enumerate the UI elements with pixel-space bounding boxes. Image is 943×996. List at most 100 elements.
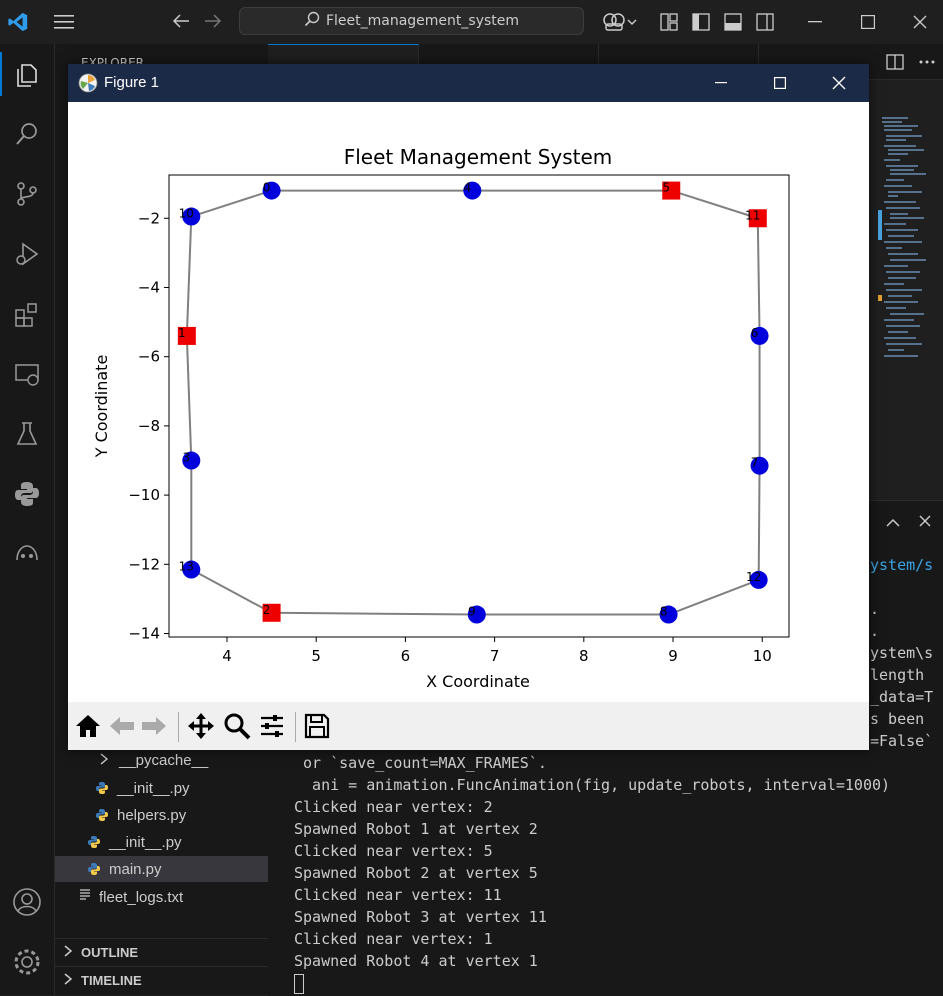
y-tick-label: −10 [128, 486, 160, 504]
timeline-label: TIMELINE [81, 972, 142, 988]
menu-icon[interactable] [52, 10, 76, 34]
more-actions-icon[interactable] [918, 53, 938, 71]
home-icon[interactable] [72, 710, 104, 742]
terminal-line-fragment: _data=T [870, 688, 934, 706]
tree-item-label: __init__.py [117, 779, 190, 797]
toggle-panel-icon[interactable] [722, 11, 744, 33]
figure-maximize-icon[interactable] [751, 64, 809, 102]
timeline-section[interactable]: TIMELINE [55, 966, 268, 993]
terminal-line: Clicked near vertex: 1 [294, 930, 493, 948]
python-icon[interactable] [9, 476, 45, 512]
tree-item-label: helpers.py [117, 806, 187, 824]
text-file-icon [79, 888, 91, 906]
close-icon[interactable] [908, 11, 932, 33]
x-tick-label: 10 [753, 647, 772, 665]
fleet-chart[interactable]: Fleet Management System X Coordinate Y C… [68, 102, 869, 702]
terminal-line: Clicked near vertex: 11 [294, 886, 502, 904]
x-tick-label: 9 [668, 647, 678, 665]
split-editor-icon[interactable] [886, 53, 906, 71]
vscode-logo-icon [6, 10, 30, 34]
command-center-search[interactable]: Fleet_management_system [239, 7, 584, 35]
pan-icon[interactable] [185, 710, 217, 742]
python-file-icon [95, 808, 109, 822]
figure-window: Figure 1 Fleet Management System X Coord… [68, 64, 869, 750]
python-file-icon [95, 781, 109, 795]
chevron-right-icon [63, 944, 73, 960]
chevron-right-icon [99, 752, 109, 769]
toggle-secondary-sidebar-icon[interactable] [754, 11, 776, 33]
source-control-icon[interactable] [9, 176, 45, 212]
tree-file-fleet-logs[interactable]: fleet_logs.txt [55, 884, 268, 910]
figure-toolbar [68, 702, 869, 750]
figure-title-bar[interactable]: Figure 1 [68, 64, 869, 102]
extensions-icon[interactable] [9, 296, 45, 332]
testing-icon[interactable] [9, 416, 45, 452]
search-icon[interactable] [9, 116, 45, 152]
terminal-line: Spawned Robot 3 at vertex 11 [294, 908, 547, 926]
figure-window-title: Figure 1 [104, 74, 160, 91]
figure-minimize-icon[interactable] [692, 64, 750, 102]
y-tick-label: −6 [138, 348, 160, 366]
editor-tab[interactable] [598, 44, 759, 79]
vertex-label: 9 [468, 605, 476, 619]
python-file-icon [87, 862, 101, 876]
figure-close-icon[interactable] [810, 64, 868, 102]
tree-folder-pycache[interactable]: __pycache__ [55, 747, 268, 773]
minimap[interactable] [878, 110, 930, 370]
vertex-marker [750, 456, 769, 475]
back-arrow-icon[interactable] [170, 10, 192, 32]
graph-edge [757, 465, 761, 580]
remote-explorer-icon[interactable] [9, 356, 45, 392]
y-axis-label: Y Coordinate [92, 355, 111, 459]
terminal-line: Spawned Robot 2 at vertex 5 [294, 864, 538, 882]
editor-tab[interactable] [418, 44, 599, 79]
layout-icon[interactable] [658, 11, 680, 33]
forward-arrow-icon[interactable] [202, 10, 224, 32]
forward-icon[interactable] [138, 710, 170, 742]
robot-marker [748, 209, 767, 228]
matplotlib-logo-icon [78, 73, 98, 93]
vertex-label: 2 [263, 603, 271, 617]
outline-section[interactable]: OUTLINE [55, 938, 268, 965]
y-tick-label: −14 [128, 625, 160, 643]
tree-item-label: __pycache__ [119, 751, 209, 769]
maximize-icon[interactable] [856, 11, 880, 33]
graph-edge [670, 189, 759, 220]
tree-file-init[interactable]: __init__.py [55, 829, 268, 855]
terminal-line-fragment: s been [870, 710, 925, 728]
vertex-marker [262, 181, 281, 200]
explorer-icon[interactable] [9, 56, 45, 92]
save-figure-icon[interactable] [301, 710, 333, 742]
y-tick-label: −4 [138, 278, 160, 296]
tree-file-init-nested[interactable]: __init__.py [55, 775, 268, 801]
terminal-line-fragment: . [870, 622, 880, 640]
x-tick-label: 8 [579, 647, 589, 665]
panel-maximize-chevron-icon[interactable] [886, 513, 904, 529]
tree-file-main[interactable]: main.py [55, 856, 268, 882]
toggle-primary-sidebar-icon[interactable] [690, 11, 712, 33]
x-tick-label: 4 [222, 647, 232, 665]
y-tick-label: −8 [138, 417, 160, 435]
back-icon[interactable] [106, 710, 138, 742]
run-debug-icon[interactable] [9, 236, 45, 272]
copilot-icon[interactable] [600, 10, 640, 34]
vertex-marker [182, 560, 201, 579]
agent-icon[interactable] [9, 536, 45, 572]
vertex-label: 10 [179, 207, 194, 221]
panel-close-icon[interactable] [918, 513, 936, 529]
activity-bar [0, 44, 55, 995]
minimize-icon[interactable] [803, 11, 827, 33]
account-icon[interactable] [9, 884, 45, 920]
vertex-marker [182, 451, 201, 470]
graph-edge [190, 568, 273, 614]
plot-frame [168, 174, 790, 638]
tree-file-helpers[interactable]: helpers.py [55, 802, 268, 828]
configure-subplots-icon[interactable] [256, 710, 288, 742]
command-center-text: Fleet_management_system [325, 13, 520, 29]
terminal-line-fragment: . [870, 600, 880, 618]
terminal-line: ani = animation.FuncAnimation(fig, updat… [294, 776, 891, 794]
zoom-icon[interactable] [221, 710, 253, 742]
settings-gear-icon[interactable] [9, 944, 45, 980]
vertex-marker [182, 207, 201, 226]
outline-label: OUTLINE [81, 944, 139, 960]
